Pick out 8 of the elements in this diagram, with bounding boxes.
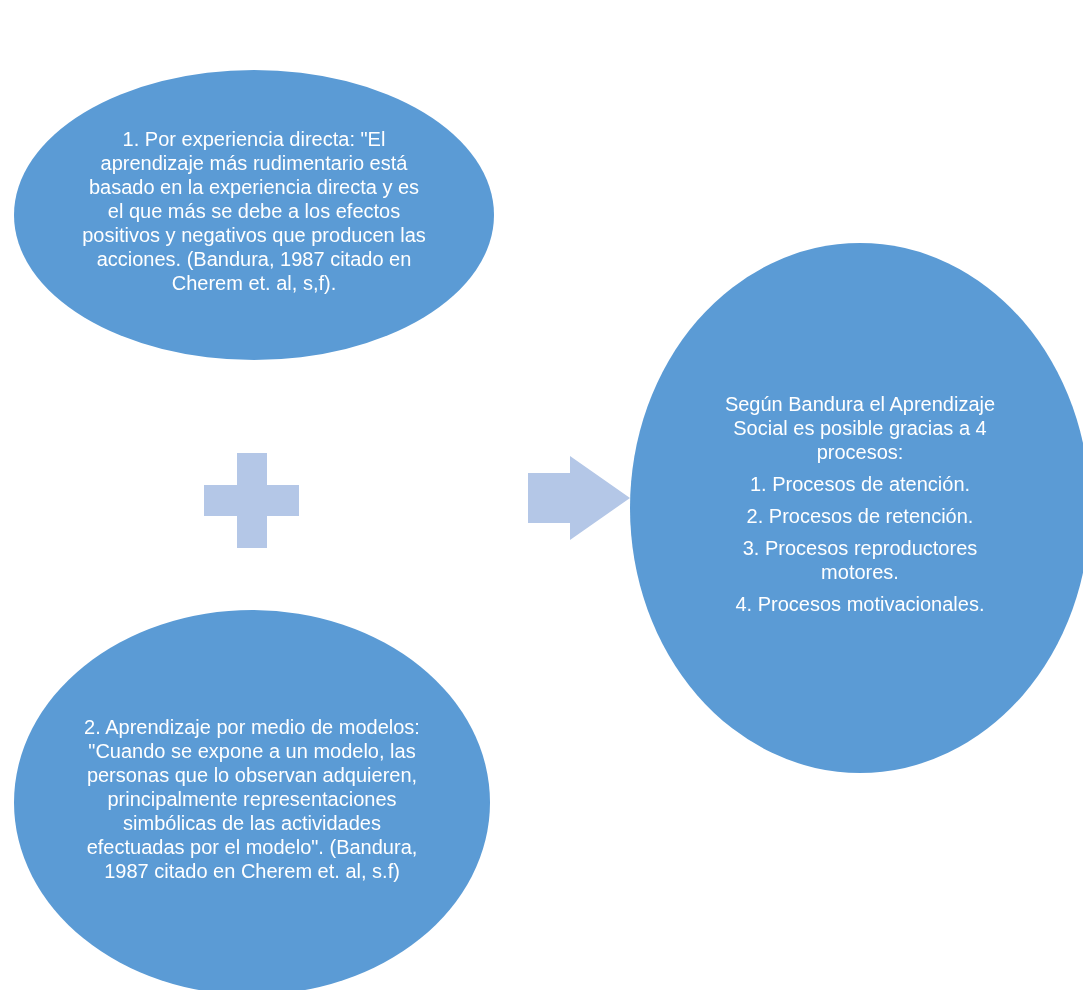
node-text: 1. Por experiencia directa: "El aprendizaje más rudimentario está basado en la experiencia directa y es el que más se debe a los efectos positivos y negativos que producen las acciones. (Bandura, 1987 citado en Cherem et. al, s,f). (81, 127, 427, 295)
block-arrow (528, 456, 630, 540)
node-text: 3. Procesos reproductores motores. (741, 536, 979, 584)
node-text: 2. Procesos de retención. (745, 504, 975, 528)
node-text: 4. Procesos motivacionales. (734, 592, 986, 616)
node-text: Según Bandura el Aprendizaje Social es posible gracias a 4 procesos: (723, 392, 997, 464)
node-text: 1. Procesos de atención. (748, 472, 972, 496)
node-text: 2. Aprendizaje por medio de modelos: "Cuando se expone a un modelo, las personas que lo observan adquieren, principalmente representaciones simbólicas de las actividades efectuadas por el modelo". (Bandura, 1987 citado en Cherem et. al, s.f) (83, 714, 421, 883)
